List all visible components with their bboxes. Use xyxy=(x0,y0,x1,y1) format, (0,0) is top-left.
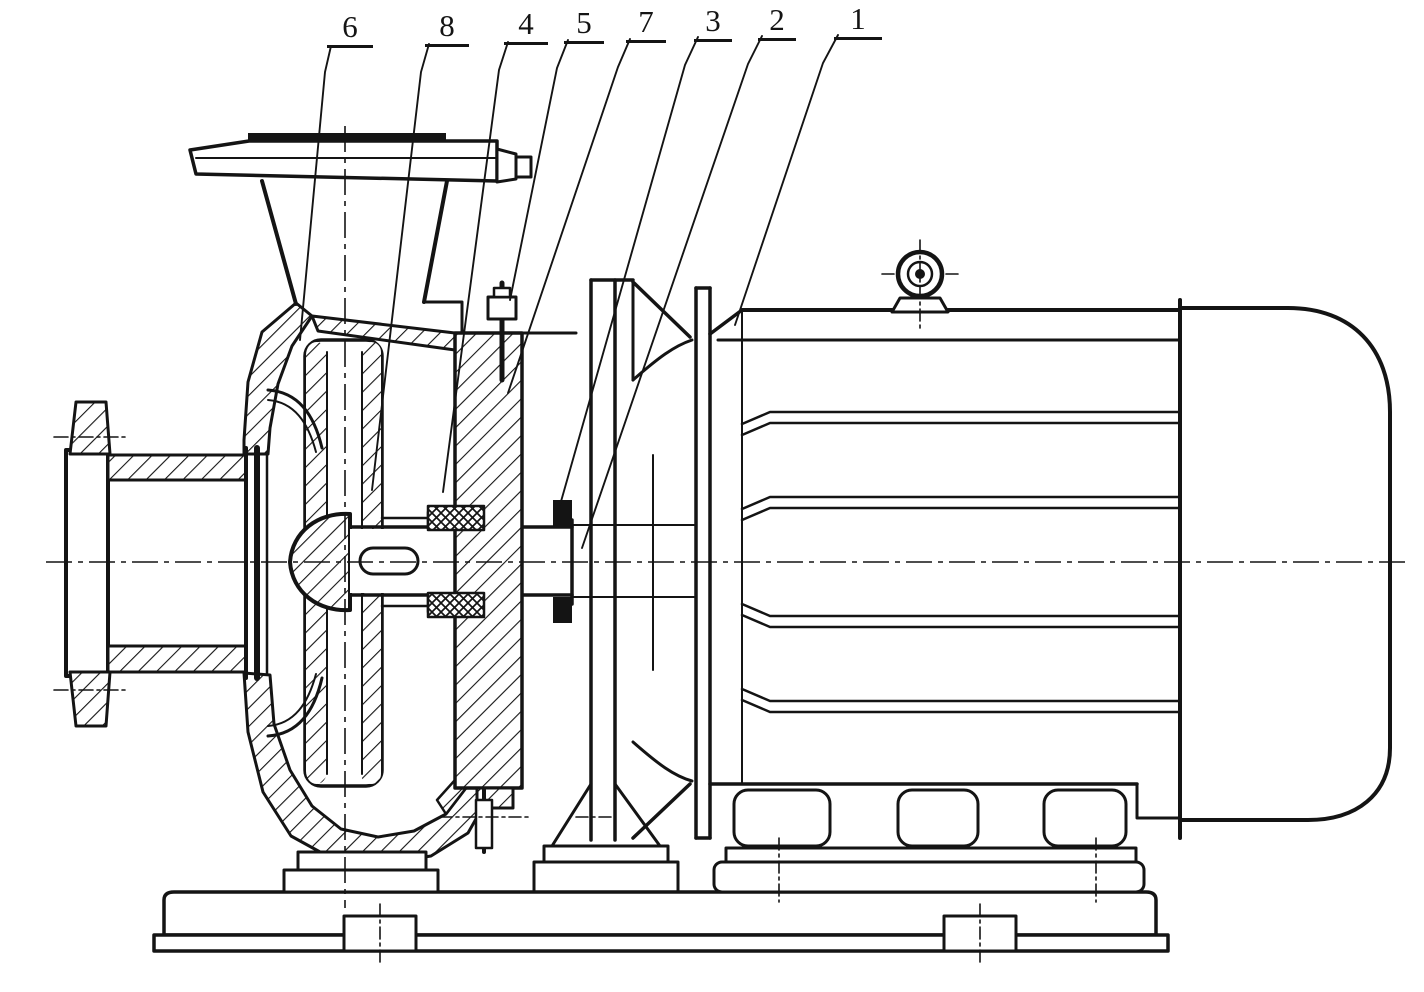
leader-to-gland-stud xyxy=(509,39,569,301)
pump-foot xyxy=(282,850,440,894)
seal-cover xyxy=(426,280,613,854)
leader-lines xyxy=(299,34,839,549)
shaft-keyway xyxy=(358,546,420,576)
leader-to-motor xyxy=(734,34,839,326)
packing-top xyxy=(426,504,486,532)
callout-label-6: 6 xyxy=(327,10,373,48)
callout-label-3: 3 xyxy=(694,4,732,42)
motor-feet xyxy=(712,788,1146,903)
bracket-foot xyxy=(532,860,680,894)
leader-to-casing xyxy=(299,45,332,341)
leader-to-impeller xyxy=(371,43,430,491)
gland-nut xyxy=(486,295,518,321)
motor-end-cap xyxy=(1178,306,1392,822)
callout-label-4: 4 xyxy=(504,7,548,45)
baseplate xyxy=(152,890,1170,953)
callout-label-5: 5 xyxy=(564,6,604,44)
anchor-pads xyxy=(342,903,1018,963)
discharge-flange xyxy=(188,133,533,335)
leader-to-seal-bolt xyxy=(559,36,699,506)
callout-label-8: 8 xyxy=(425,9,469,47)
callout-label-2: 2 xyxy=(758,3,796,41)
leader-to-gland xyxy=(507,38,631,394)
coupling-bolt-bottom xyxy=(553,597,572,623)
callout-label-1: 1 xyxy=(834,2,882,40)
motor-body xyxy=(694,286,1392,840)
leader-to-shaft-sleeve xyxy=(442,41,509,493)
coupling-bolt-top xyxy=(553,500,572,526)
packing-bottom xyxy=(426,591,486,619)
centerlines xyxy=(46,126,1406,908)
lifting-eyebolt xyxy=(881,239,959,333)
suction-flange xyxy=(53,400,269,728)
motor-fins xyxy=(740,410,1182,714)
callout-label-7: 7 xyxy=(626,5,666,43)
leader-to-shaft-end xyxy=(581,35,763,549)
